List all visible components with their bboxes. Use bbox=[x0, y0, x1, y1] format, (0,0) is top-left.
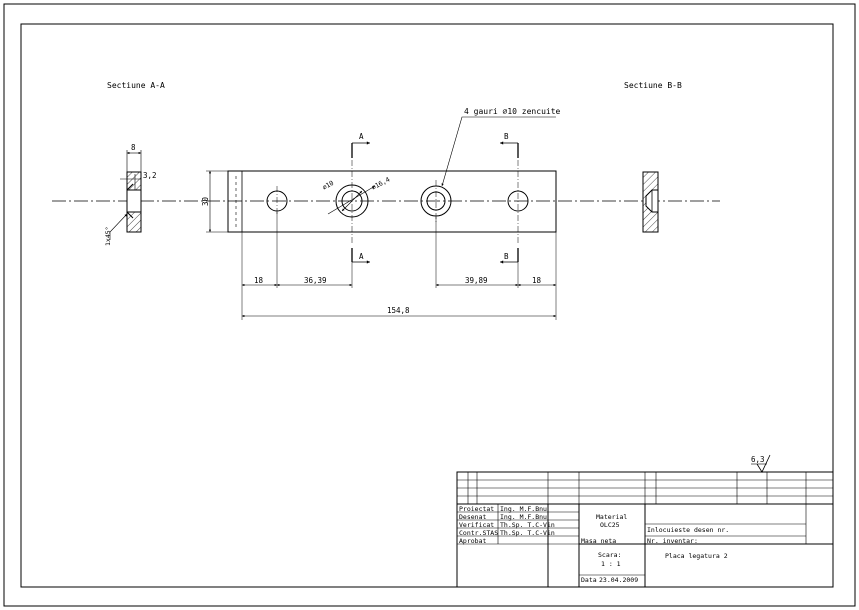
section-a-view bbox=[109, 150, 142, 240]
height-dim: 30 bbox=[201, 196, 210, 206]
material-value: OLC25 bbox=[600, 521, 620, 529]
overall-length-dim: 154,8 bbox=[387, 306, 410, 315]
name-checked: Th.Sp. T.C-Vin bbox=[500, 521, 555, 529]
scale-value: 1 : 1 bbox=[601, 560, 621, 568]
material-label: Material bbox=[596, 513, 627, 521]
scale-label: Scara: bbox=[598, 551, 621, 559]
name-designed: Ing. M.F.Bnu bbox=[500, 505, 547, 513]
cut-a-bottom-label: A bbox=[359, 252, 364, 261]
replaces-drawing-label: Inlocuieste desen nr. bbox=[647, 526, 729, 534]
roughness-symbol-value: 6,3 bbox=[751, 455, 765, 464]
hole-dia-dim: ∅10 bbox=[321, 179, 335, 192]
date-value: 23.04.2009 bbox=[599, 576, 638, 584]
role-approved: Aprobat bbox=[459, 537, 486, 545]
section-b-view bbox=[642, 171, 659, 233]
role-designed: Proiectat bbox=[459, 505, 494, 513]
section-a-width-dim: 8 bbox=[131, 143, 136, 152]
part-name: Placa legatura 2 bbox=[665, 552, 728, 560]
left-edge-dim: 18 bbox=[254, 276, 264, 285]
sheet-outer-border bbox=[3, 3, 856, 607]
role-stas-control: Contr.STAS bbox=[459, 529, 498, 537]
section-a-title: Sectiune A-A bbox=[107, 81, 165, 90]
left-pitch-dim: 36,39 bbox=[304, 276, 327, 285]
name-stas-control: Th.Sp. T.C-Vin bbox=[500, 529, 555, 537]
cut-b-top-label: B bbox=[504, 132, 509, 141]
csk-dia-dim: ∅16,4 bbox=[370, 175, 391, 191]
inventory-label: Nr. inventar: bbox=[647, 537, 698, 545]
role-drawn: Desenat bbox=[459, 513, 486, 521]
right-pitch-dim: 39,89 bbox=[465, 276, 488, 285]
date-label: Data bbox=[581, 576, 597, 584]
section-a-chamfer-note: 1x45° bbox=[104, 226, 112, 246]
name-drawn: Ing. M.F.Bnu bbox=[500, 513, 547, 521]
right-edge-dim: 18 bbox=[532, 276, 542, 285]
role-checked: Verificat bbox=[459, 521, 494, 529]
hole-callout: 4 gauri ∅10 zencuite bbox=[464, 107, 561, 116]
cut-a-top-label: A bbox=[359, 132, 364, 141]
sheet-inner-frame bbox=[20, 23, 834, 588]
mass-label: Masa neta bbox=[581, 537, 616, 545]
section-a-chamfer-depth-dim: 3,2 bbox=[143, 171, 157, 180]
section-b-title: Sectiune B-B bbox=[624, 81, 682, 90]
cut-b-bottom-label: B bbox=[504, 252, 509, 261]
front-view-plate bbox=[206, 116, 557, 320]
title-block-grid bbox=[456, 454, 834, 588]
